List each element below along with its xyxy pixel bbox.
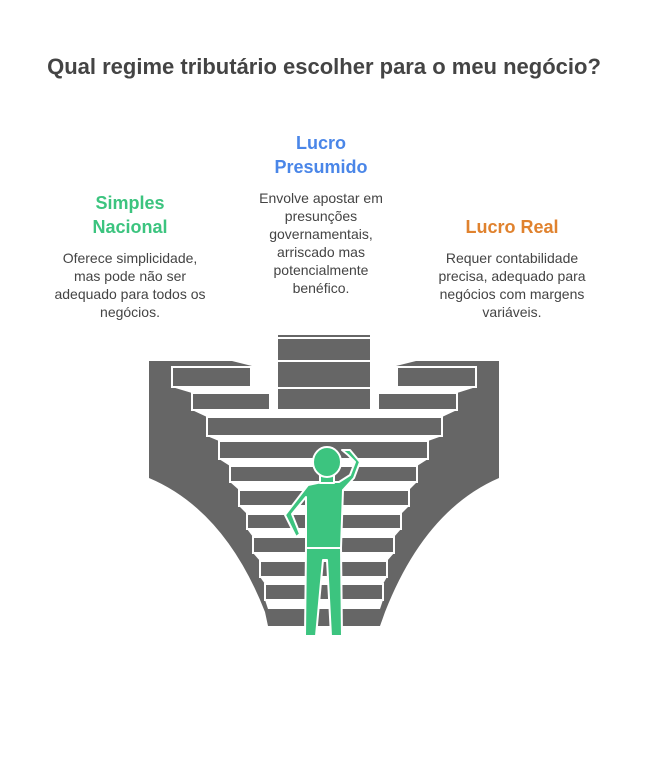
step	[264, 583, 384, 601]
description-line: precisa, adequado para	[438, 268, 586, 284]
option-lucro-presumido: Lucro Presumido Envolve apostar em presu…	[221, 131, 421, 297]
page-title: Qual regime tributário escolher para o m…	[47, 54, 601, 79]
option-simples-nacional: Simples Nacional Oferece simplicidade, m…	[30, 191, 230, 321]
option-title-line: Lucro Real	[465, 217, 559, 237]
description-line: Oferece simplicidade,	[62, 250, 198, 266]
description-line: presunções	[284, 208, 358, 224]
step	[191, 392, 271, 411]
left-wall	[149, 361, 268, 626]
description-line: negócios.	[100, 304, 160, 320]
description-line: arriscado mas	[277, 244, 365, 260]
option-title-line: Lucro	[295, 133, 346, 153]
step	[377, 392, 458, 411]
description-line: negócios com margens	[439, 286, 585, 302]
description-line: Requer contabilidade	[445, 250, 579, 266]
option-description: Oferece simplicidade, mas pode não ser a…	[30, 249, 230, 321]
step	[206, 416, 443, 437]
option-title: Simples Nacional	[30, 191, 230, 239]
thinking-person-icon	[284, 446, 361, 637]
description-line: mas pode não ser	[73, 268, 187, 284]
step	[268, 609, 380, 626]
description-line: adequado para todos os	[54, 286, 206, 302]
option-title-line: Simples	[95, 193, 165, 213]
description-line: governamentais,	[269, 226, 373, 242]
step	[171, 366, 252, 388]
center-column	[276, 333, 372, 411]
description-line: variáveis.	[482, 304, 542, 320]
option-title: Lucro Presumido	[221, 131, 421, 179]
option-lucro-real: Lucro Real Requer contabilidade precisa,…	[412, 215, 612, 321]
step	[396, 366, 477, 388]
option-title: Lucro Real	[412, 215, 612, 239]
option-title-line: Presumido	[274, 157, 368, 177]
description-line: potencialmente	[273, 262, 369, 278]
description-line: benéfico.	[292, 280, 350, 296]
right-wall	[380, 361, 499, 626]
option-description: Requer contabilidade precisa, adequado p…	[412, 249, 612, 321]
option-description: Envolve apostar em presunções governamen…	[221, 189, 421, 297]
option-title-line: Nacional	[92, 217, 168, 237]
description-line: Envolve apostar em	[259, 190, 383, 206]
